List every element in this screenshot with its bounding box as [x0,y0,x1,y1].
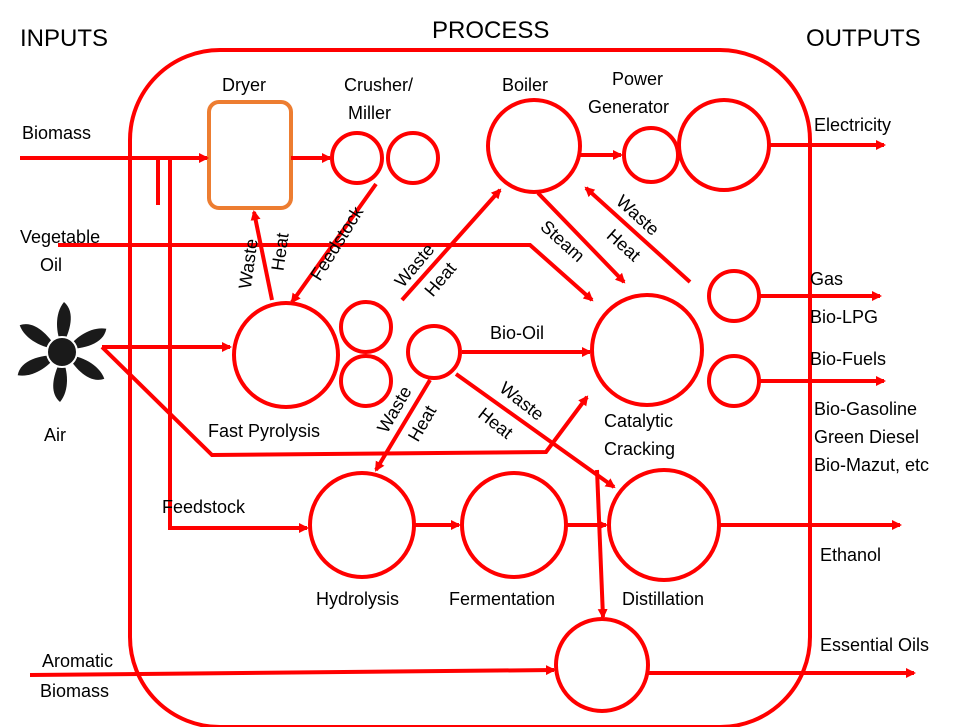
vegetable-label: Vegetable [20,227,101,247]
cracking-label: Cracking [604,439,676,459]
hydrolysis-label: Hydrolysis [316,589,400,609]
process-boundary [128,48,812,727]
essential-oils-circle [554,617,650,713]
boiler-circle [486,98,582,194]
green-diesel-label: Green Diesel [814,427,920,447]
bio-oil-label: Bio-Oil [490,323,545,343]
biofuel-separator-circle [707,354,761,408]
pyrolysis-circle-bottom [339,354,393,408]
aromatic-label: Aromatic [42,651,114,671]
steam-arrow [536,191,626,284]
waste-heat-dryer-arrow [250,210,274,301]
pyrolysis-circle-side [406,324,462,380]
aromatic-biomass-arrow [29,665,556,677]
dryer-label: Dryer [222,75,266,95]
dryer-unit [207,100,293,210]
crusher-label: Crusher/ [344,75,414,95]
miller-label: Miller [348,103,391,123]
bio-fuels-label: Bio-Fuels [810,349,887,369]
distillation-label: Distillation [622,589,705,609]
ethanol-label: Ethanol [820,545,882,565]
to-essential-oils-arrow [595,469,608,619]
aromatic-biomass-label: Biomass [40,681,110,701]
distillation-circle [607,468,721,582]
gas-separator-circle [707,269,761,323]
generator-label: Generator [588,97,670,117]
fermentation-label: Fermentation [449,589,556,609]
crusher-circle-1 [330,131,384,185]
fan-icon [17,302,107,402]
crusher-circle-2 [386,131,440,185]
inputs-header: INPUTS [20,25,109,52]
waste-heat-distillation-arrow [454,372,616,489]
bio-gasoline-label: Bio-Gasoline [814,399,918,419]
catalytic-label: Catalytic [604,411,674,431]
bio-mazut-label: Bio-Mazut, etc [814,455,930,475]
boiler-label: Boiler [502,75,549,95]
essential-oils-label: Essential Oils [820,635,930,655]
power-label: Power [612,69,664,89]
generator-circle-large [677,98,771,192]
pyrolysis-circle-top [339,300,393,354]
bio-lpg-label: Bio-LPG [810,307,879,327]
waste-heat-hydrolysis-arrow [374,378,432,472]
electricity-label: Electricity [814,115,892,135]
pyrolysis-circle-main [232,301,340,409]
air-to-cracking-arrow [100,345,589,458]
air-label: Air [44,425,66,445]
hydrolysis-circle [308,471,416,579]
process-header: PROCESS [432,17,550,44]
waste-heat-generator-arrow [584,186,692,284]
feedstock-lower-arrow [168,158,309,533]
fermentation-circle [460,471,568,579]
generator-circle-small [622,126,680,184]
cracking-circle [590,293,704,407]
biomass-label: Biomass [22,123,92,143]
outputs-header: OUTPUTS [806,25,921,52]
feedstock-lower-label: Feedstock [162,497,246,517]
fast-pyrolysis-label: Fast Pyrolysis [208,421,321,441]
vegetable-oil-arrow [58,243,594,302]
oil-label: Oil [40,255,62,275]
gas-label: Gas [810,269,844,289]
